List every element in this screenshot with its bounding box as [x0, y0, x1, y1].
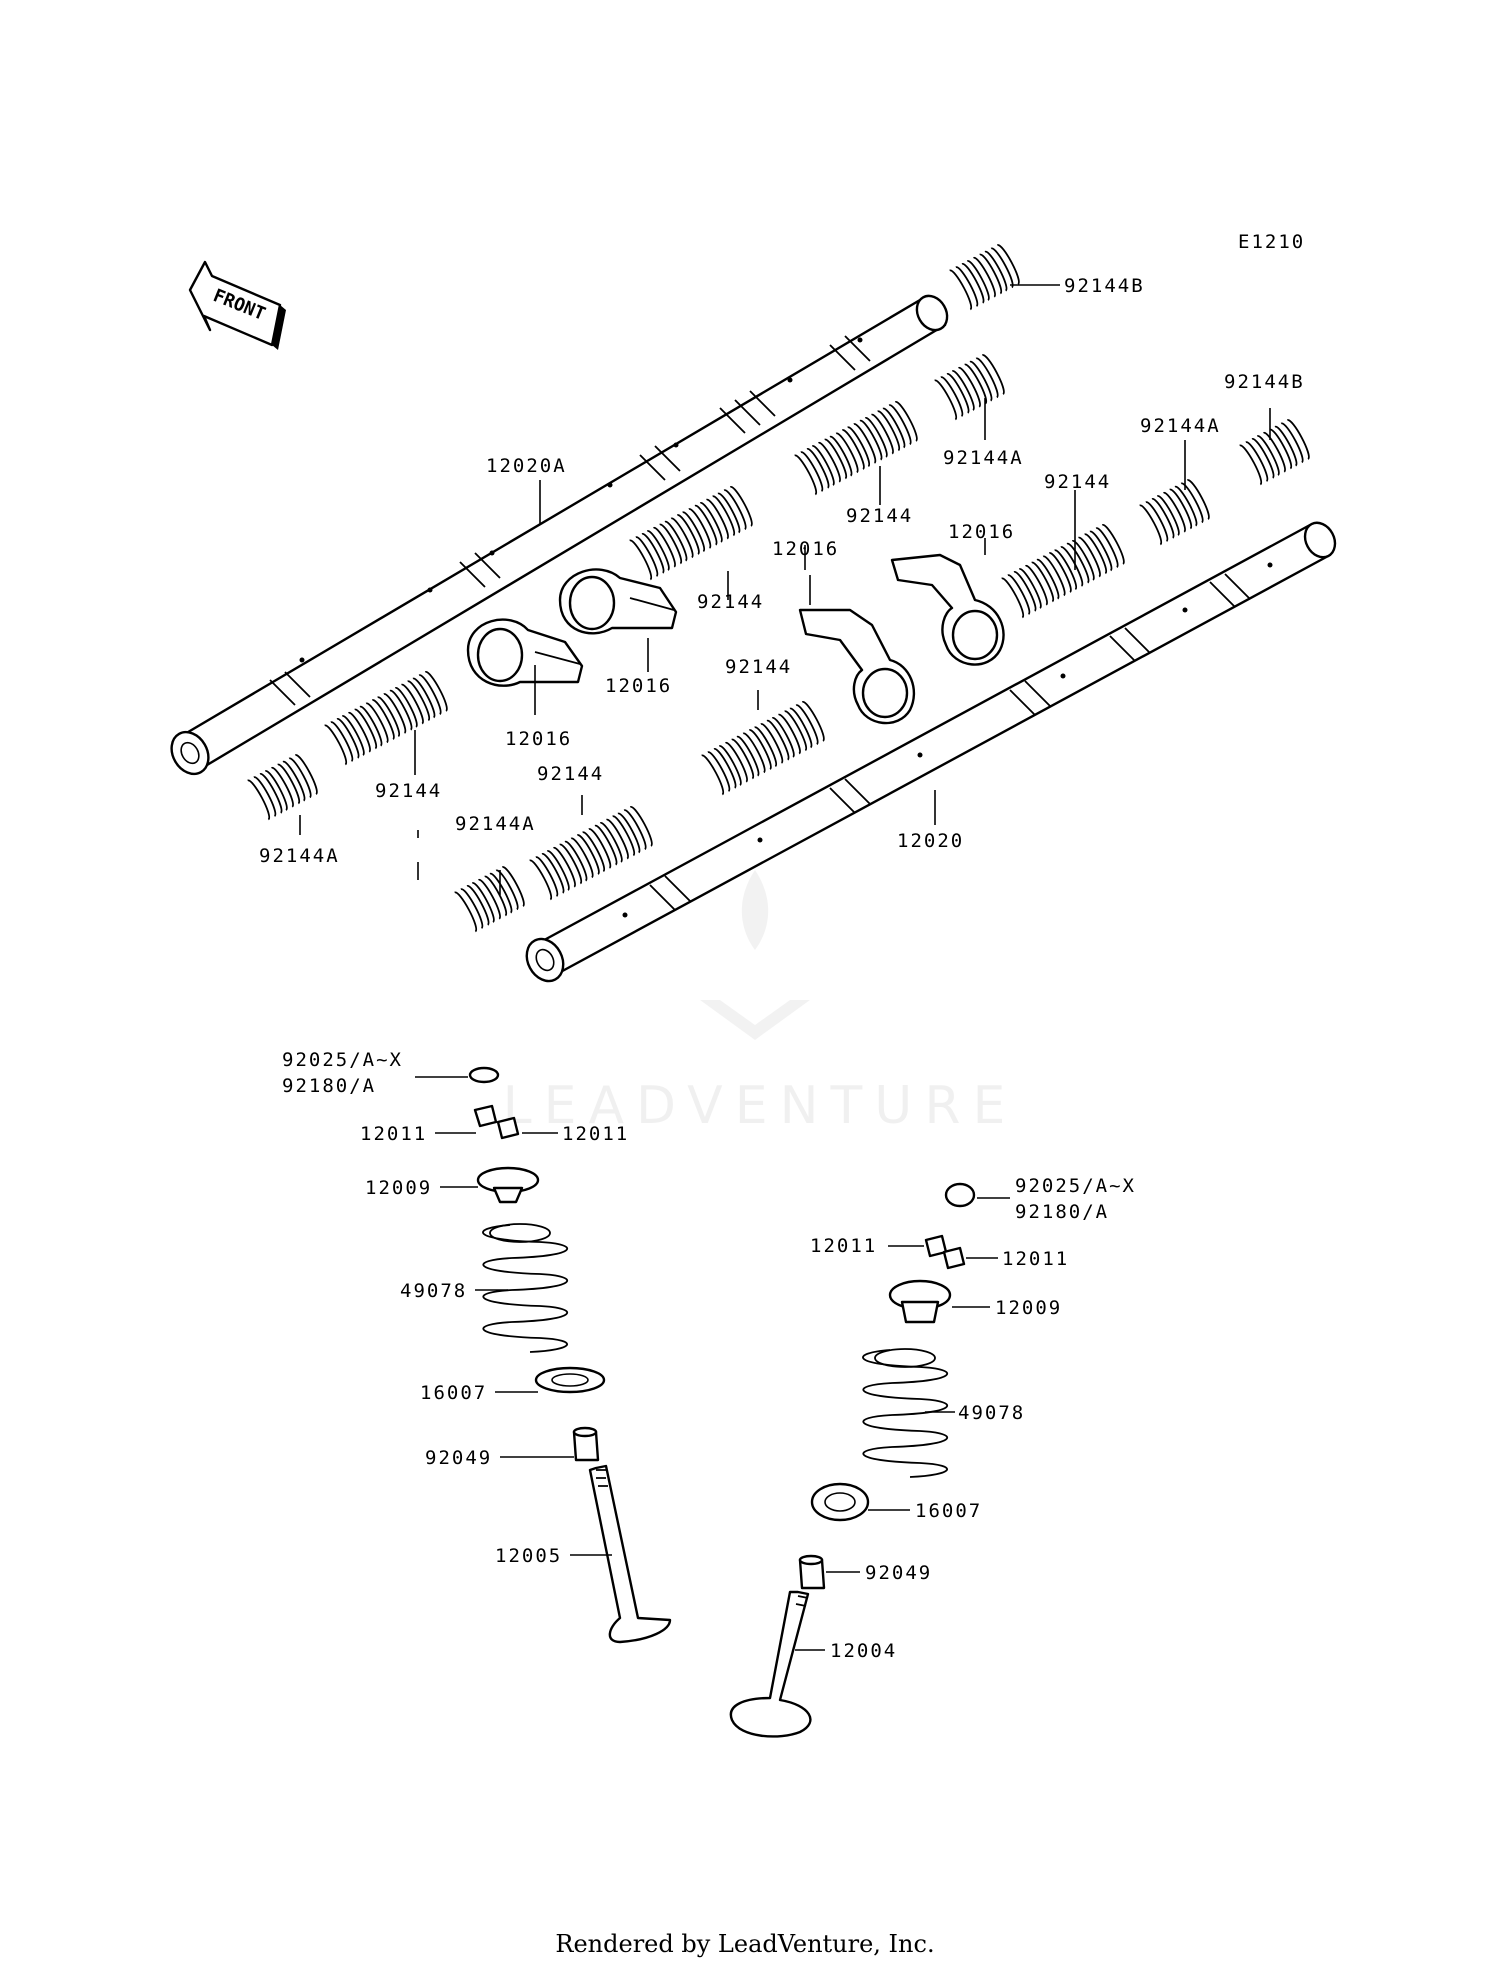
valve-keeper-left	[473, 1104, 520, 1140]
label-right-49078: 49078	[958, 1402, 1025, 1424]
watermark: LEADVENTURE	[503, 870, 1018, 1136]
exhaust-valve-12005	[588, 1464, 672, 1644]
label-92144a-r1: 92144A	[1140, 415, 1221, 437]
label-left-12011-b: 12011	[562, 1123, 629, 1145]
rocker-arm-12016-c	[798, 608, 916, 725]
label-92144a-l2: 92144A	[455, 813, 536, 835]
part-labels: 92144B 92144B 92144A 92144A 92144 92144 …	[259, 275, 1305, 1662]
spring-92144b-right	[1238, 417, 1313, 486]
spring-retainer-left	[476, 1166, 540, 1204]
label-left-cap-a: 92025/A~X	[282, 1049, 403, 1071]
spring-92144a-l1	[246, 752, 321, 821]
label-right-12011-b: 12011	[1002, 1248, 1069, 1270]
spring-92144-c2	[700, 699, 828, 796]
label-left-cap-b: 92180/A	[282, 1075, 376, 1097]
label-92144b-top: 92144B	[1064, 275, 1145, 297]
spring-retainer-right	[888, 1279, 952, 1324]
leader-lines	[299, 284, 1271, 1651]
spring-92144b-top	[948, 242, 1023, 311]
label-right-16007: 16007	[915, 1500, 982, 1522]
spring-92144-r2	[1000, 522, 1128, 619]
spring-seat-right	[810, 1482, 870, 1522]
label-right-92049: 92049	[865, 1562, 932, 1584]
valve-cap-right	[944, 1182, 976, 1208]
label-92144a-l1: 92144A	[259, 845, 340, 867]
rocker-shaft-12020	[525, 521, 1337, 983]
label-left-16007: 16007	[420, 1382, 487, 1404]
rocker-shaft-12020a	[170, 294, 949, 776]
valve-keeper-right	[924, 1234, 966, 1270]
label-12020: 12020	[897, 830, 964, 852]
label-left-12009: 12009	[365, 1177, 432, 1199]
label-left-12005: 12005	[495, 1545, 562, 1567]
label-12016-d: 12016	[948, 521, 1015, 543]
label-92144-c1: 92144	[697, 591, 764, 613]
label-right-12011-a: 12011	[810, 1235, 877, 1257]
label-left-12011-a: 12011	[360, 1123, 427, 1145]
label-12020a: 12020A	[486, 455, 567, 477]
valve-spring-right	[862, 1348, 949, 1478]
label-left-49078: 49078	[400, 1280, 467, 1302]
label-right-12009: 12009	[995, 1297, 1062, 1319]
spring-92144a-r2	[1138, 477, 1213, 546]
spring-92144-l2	[528, 804, 656, 901]
rocker-arm-12016-d	[890, 553, 1005, 666]
label-92144b-right: 92144B	[1224, 371, 1305, 393]
label-12016-c: 12016	[772, 538, 839, 560]
rocker-arm-12016-b	[466, 618, 584, 687]
label-right-cap-a: 92025/A~X	[1015, 1175, 1136, 1197]
label-92144a-r2: 92144A	[943, 447, 1024, 469]
spring-92144-r1	[793, 399, 921, 496]
label-92144-l1: 92144	[375, 780, 442, 802]
label-right-12004: 12004	[830, 1640, 897, 1662]
footer-credit: Rendered by LeadVenture, Inc.	[555, 1930, 934, 1958]
label-92144-c2: 92144	[725, 656, 792, 678]
label-92144-r2: 92144	[846, 505, 913, 527]
label-92144-r1: 92144	[1044, 471, 1111, 493]
valve-stem-seal-right	[798, 1554, 826, 1590]
label-left-92049: 92049	[425, 1447, 492, 1469]
spring-92144a-r1	[933, 352, 1008, 421]
valve-spring-left	[482, 1223, 569, 1353]
label-12016-b: 12016	[505, 728, 572, 750]
watermark-text: LEADVENTURE	[503, 1076, 1018, 1136]
front-arrow-icon: FRONT	[188, 260, 286, 350]
label-12016-a: 12016	[605, 675, 672, 697]
diagram-code: E1210	[1238, 231, 1305, 253]
label-92144-l2: 92144	[537, 763, 604, 785]
label-right-cap-b: 92180/A	[1015, 1201, 1109, 1223]
spring-92144a-l2	[453, 864, 528, 933]
valve-cap-left	[468, 1066, 500, 1084]
spring-seat-left	[534, 1366, 606, 1394]
intake-valve-12004	[729, 1590, 812, 1738]
rocker-arm-12016-a	[558, 568, 678, 635]
valve-stem-seal-left	[572, 1426, 600, 1462]
